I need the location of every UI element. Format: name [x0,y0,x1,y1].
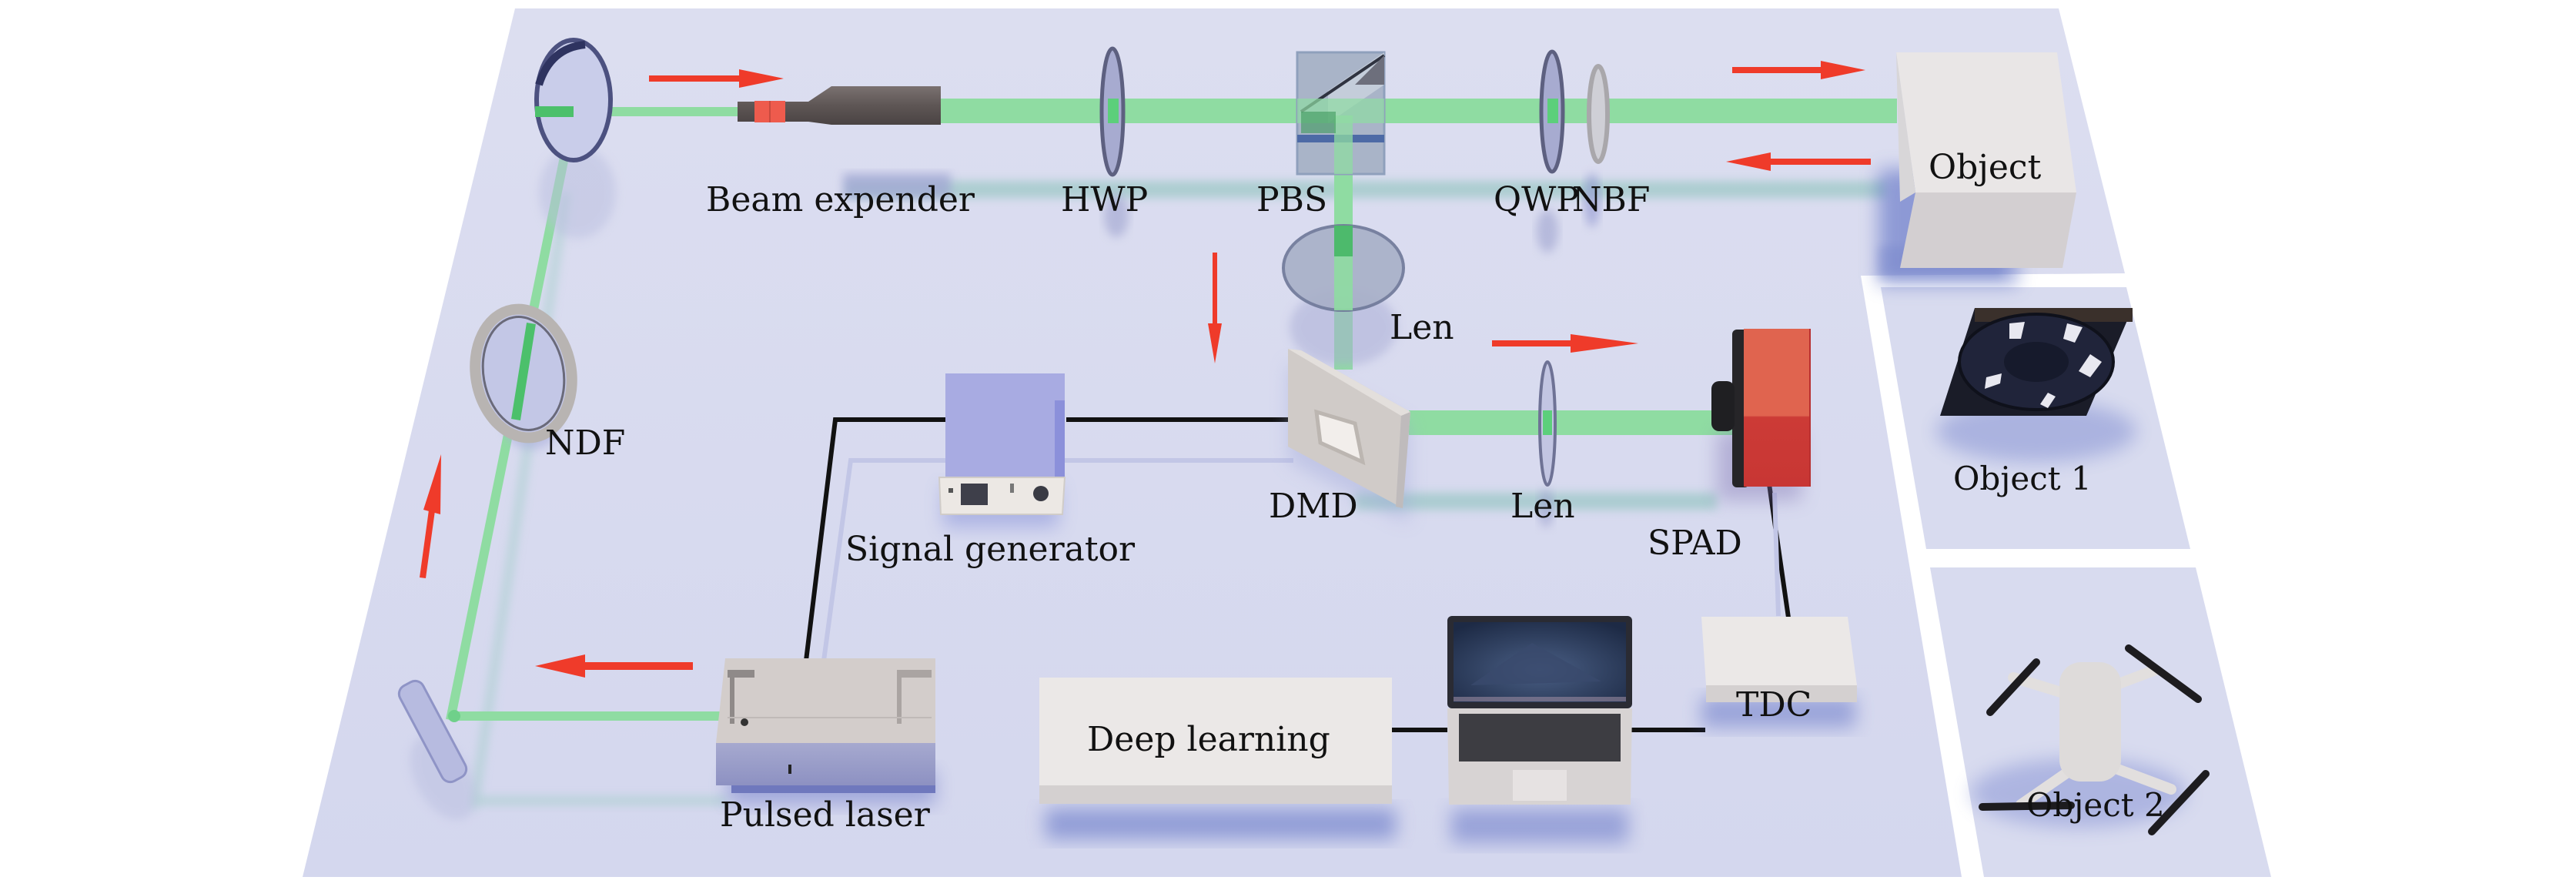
deep-learning-box [1039,678,1396,839]
deep-learning-label: Deep learning [1087,720,1330,759]
dmd-label: DMD [1269,487,1358,526]
nbf-label: NBF [1572,180,1650,219]
ndf-filter [470,303,577,449]
tdc-label: TDC [1736,685,1812,725]
hwp-waveplate [1099,46,1129,237]
lens-lower [1538,360,1557,527]
dmd [1288,349,1410,524]
arrow-laser-left-icon [535,654,693,678]
fan-object [1936,308,2136,462]
pulsed-laser-label: Pulsed laser [720,795,931,835]
laptop [1447,616,1632,843]
arrow-to-spad-icon [1492,334,1638,353]
signal-generator-label: Signal generator [845,530,1136,569]
beam-dmd-to-spad [1409,410,1732,435]
spad-label: SPAD [1648,524,1742,563]
arrow-from-object-icon [1726,152,1871,171]
nbf-filter [1584,64,1610,227]
mirror-bottom-left [397,679,476,820]
spad-detector [1711,329,1811,500]
tdc-box [1701,617,1857,728]
arrow-pbs-down-icon [1208,253,1222,363]
ndf-label: NDF [545,423,625,463]
beam-expander-label: Beam expender [706,180,975,219]
arrow-to-object-icon [1732,61,1865,79]
object-2-label: Object 2 [2026,786,2165,824]
len-upper-label: Len [1390,308,1454,347]
cable-shadows [821,458,1781,661]
direction-arrows [420,61,1871,678]
cable-laser-to-signal-generator [804,417,955,661]
arrow-mirror-to-expander-icon [649,69,784,88]
arrow-ndf-up-icon [420,454,441,578]
beam-expanded [941,99,1897,123]
signal-generator [938,373,1066,527]
pbs-cube [1296,51,1386,176]
lens-upper [1282,224,1405,366]
pbs-label: PBS [1256,180,1327,219]
object-1-label: Object 1 [1953,460,2092,497]
object-label: Object [1929,148,2042,187]
object-cube [1878,52,2076,285]
mirror-top-left [534,38,616,239]
drone-object [1971,644,2210,835]
hwp-label: HWP [1061,180,1148,219]
qwp-waveplate [1537,49,1565,253]
qwp-label: QWP [1494,180,1579,219]
pulsed-laser [716,658,935,805]
len-lower-label: Len [1510,487,1575,526]
beam-expander [738,86,951,198]
